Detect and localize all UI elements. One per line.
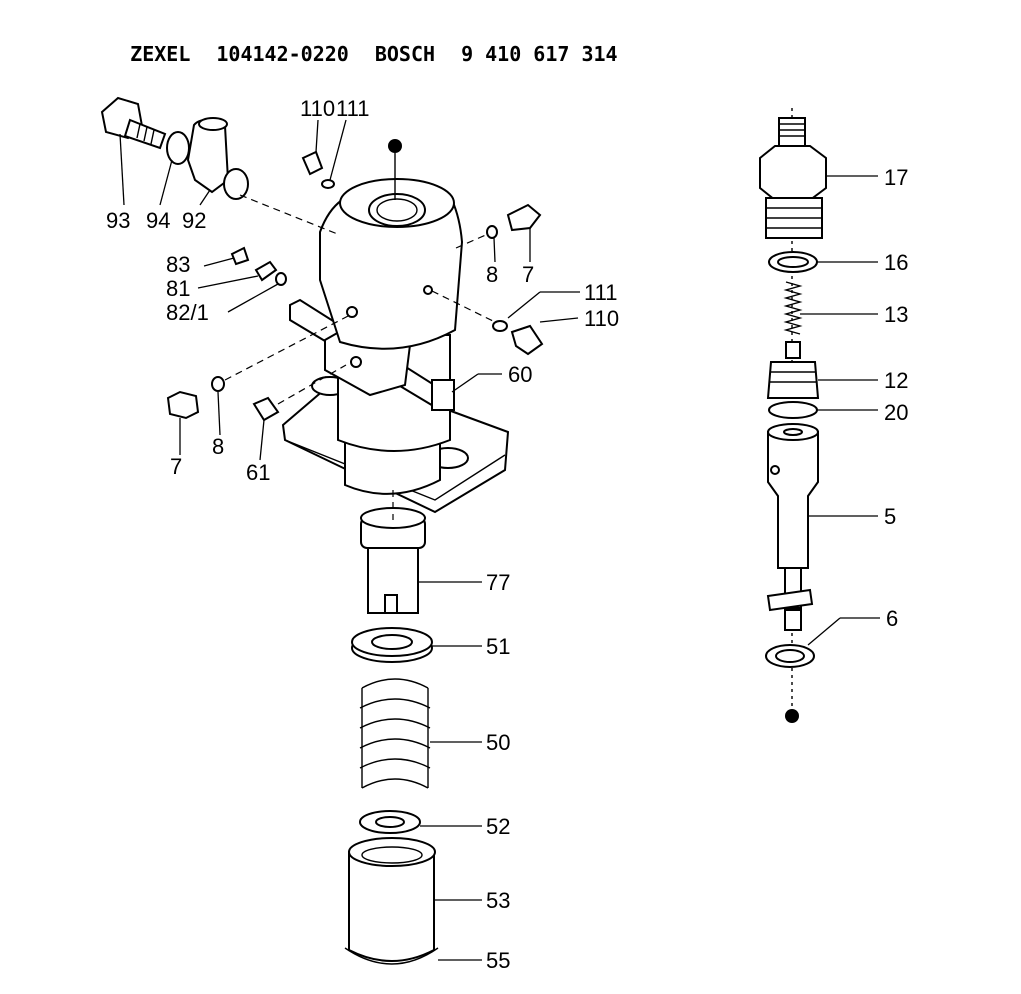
screw-61 bbox=[252, 396, 280, 422]
callout-111-right: 111 bbox=[584, 280, 617, 305]
circlip-55 bbox=[344, 947, 439, 965]
sealing-washer-94 bbox=[166, 131, 190, 165]
bleed-screw-110-right bbox=[510, 324, 544, 356]
plunger-spring-50 bbox=[359, 678, 431, 789]
lock-plate-81 bbox=[254, 260, 278, 282]
leader-lines bbox=[119, 119, 880, 961]
callout-81: 81 bbox=[166, 276, 190, 301]
washer-111-right bbox=[492, 320, 508, 332]
pump-body-assembly bbox=[281, 139, 510, 514]
callout-7-left: 7 bbox=[170, 454, 182, 479]
callout-13: 13 bbox=[884, 302, 908, 327]
header-part-number-bosch: 9 410 617 314 bbox=[461, 42, 618, 66]
callout-12: 12 bbox=[884, 368, 908, 393]
plunger-spring-stack bbox=[344, 490, 439, 965]
callout-8-left: 8 bbox=[212, 434, 224, 459]
sealing-washer-92 bbox=[223, 168, 249, 200]
small-fittings bbox=[166, 150, 544, 422]
plunger-element-5 bbox=[767, 431, 819, 569]
delivery-valve-assembly bbox=[759, 108, 827, 723]
callout-110-top: 110 bbox=[300, 96, 335, 121]
callout-60: 60 bbox=[508, 362, 532, 387]
callout-82-1: 82/1 bbox=[166, 300, 209, 325]
delivery-valve-12 bbox=[785, 341, 801, 359]
callout-61: 61 bbox=[246, 460, 270, 485]
washer-8-right bbox=[486, 225, 498, 239]
tappet-53 bbox=[348, 851, 435, 962]
screw-83 bbox=[230, 246, 250, 266]
reference-dot-top bbox=[388, 139, 402, 153]
washer-111-top bbox=[321, 179, 335, 189]
callout-77: 77 bbox=[486, 570, 510, 595]
header-part-number-zexel: 104142-0220 bbox=[216, 42, 349, 66]
header-brand-zexel: ZEXEL bbox=[130, 42, 191, 66]
header-brand-bosch: BOSCH bbox=[374, 42, 436, 66]
washer-82 bbox=[275, 272, 287, 286]
washer-8-left bbox=[211, 376, 225, 392]
callout-110-right: 110 bbox=[584, 306, 619, 331]
callout-52: 52 bbox=[486, 814, 510, 839]
callout-94: 94 bbox=[146, 208, 170, 233]
diagram-header: ZEXEL 104142-0220 BOSCH 9 410 617 314 bbox=[82, 18, 644, 90]
callout-111-top: 111 bbox=[336, 96, 369, 121]
callout-92: 92 bbox=[182, 208, 206, 233]
callout-55: 55 bbox=[486, 948, 510, 973]
callout-17: 17 bbox=[884, 165, 908, 190]
callout-8-right: 8 bbox=[486, 262, 498, 287]
callout-51: 51 bbox=[486, 634, 510, 659]
screw-7-left bbox=[166, 390, 200, 420]
o-ring-20 bbox=[768, 401, 818, 419]
screw-7-right bbox=[506, 203, 542, 232]
callout-16: 16 bbox=[884, 250, 908, 275]
callout-20: 20 bbox=[884, 400, 908, 425]
callout-53: 53 bbox=[486, 888, 510, 913]
callout-labels: 93 94 92 110 111 8 7 83 81 82/1 111 110 … bbox=[106, 96, 908, 973]
delivery-valve-holder-17 bbox=[778, 117, 806, 147]
callout-50: 50 bbox=[486, 730, 510, 755]
bleed-screw-110-top bbox=[301, 150, 324, 176]
reference-dot-bottom bbox=[785, 709, 799, 723]
callout-83: 83 bbox=[166, 252, 190, 277]
callout-6: 6 bbox=[886, 606, 898, 631]
banjo-fitting-group bbox=[100, 96, 341, 236]
callout-93: 93 bbox=[106, 208, 130, 233]
callout-5: 5 bbox=[884, 504, 896, 529]
callout-7-right: 7 bbox=[522, 262, 534, 287]
delivery-valve-spring-13 bbox=[783, 281, 803, 335]
